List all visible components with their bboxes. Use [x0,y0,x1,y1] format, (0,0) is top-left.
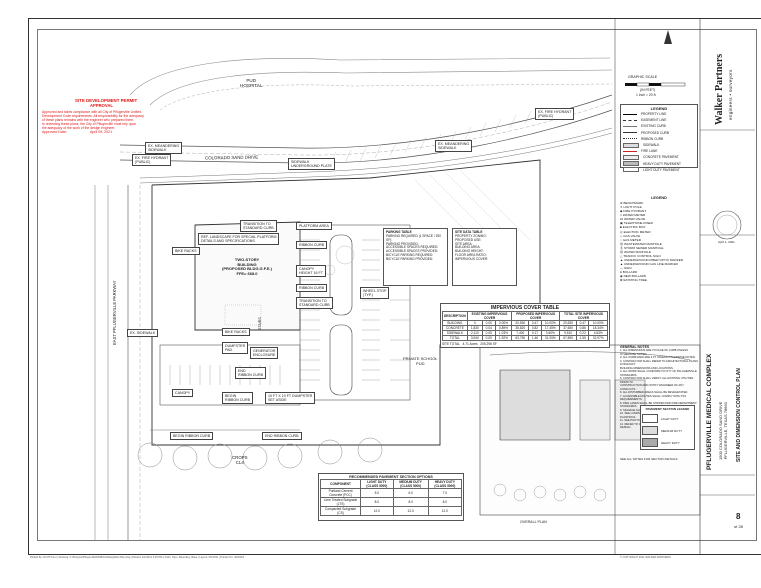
inset-caption: OVERALL PLAN [520,520,547,524]
water-meter-icon: □ [620,213,622,218]
callout-sidewalk-plate: SIDEWALK UNDERGROUND PLATE [288,158,335,171]
callout-ribbon-curb: RIBBON CURB [296,241,327,250]
approval-text: Approved and takes compliance with all C… [42,110,144,131]
impervious-table-title: IMPERVIOUS COVER TABLE [490,305,560,311]
callout-landscape-ref: REF. LANDSCAPE FOR SPECIAL PLATFORM DETA… [198,233,280,246]
water-manhole-icon: Ⓦ [620,249,624,254]
telephone-riser-icon: ▣ [620,221,623,226]
firm-name: Walker Partners [714,53,725,125]
site-total: SITE TOTAL 4.71 Acres 205,298 SF [442,342,497,346]
parking-notes: PARKING TABLE PARKING REQUIRED (1 SPACE … [383,228,448,286]
callout-fire-hydrant-2: EX. FIRE HYDRANT (PUBLIC) [535,108,575,121]
callout-fire-hydrant: EX. FIRE HYDRANT (PUBLIC) [132,154,172,167]
callout-wheel-stop: WHEEL STOP (TYP.) [360,287,390,300]
sheet-title: SITE AND DIMENSION CONTROL PLAN [736,368,742,462]
callout-meandering-sidewalk: EX. MEANDERING SIDEWALK [145,142,183,155]
sign-icon: — [620,266,624,271]
tree-icon: ✿ [620,278,623,283]
callout-transition-curb: TRANSITION TO STANDARD CURB [240,220,277,233]
electric-meter-icon: ◎ [620,229,623,234]
callout-platform-area: PLATFORM AREA [296,222,332,231]
scale-label: GRAPHIC SCALE [628,75,658,79]
inset-note: SEE ALL NOTES FOR SECTION DETAILS [620,457,678,461]
inset-legend: PAVEMENT SECTION LEGEND LIGHT DUTY MEDIU… [640,405,695,450]
approval-date: April 09, 2021 [90,130,113,134]
crops-label: CROPS CL4 [232,455,248,466]
callout-bike-racks: BIKE RACKS [172,247,200,256]
benchmark-icon: ⊕ [620,201,623,205]
symbol-legend: LEGEND ⊕ BENCHMARK ✶ LIGHT POLE ◆ FIRE H… [620,196,684,283]
callout-generator: GENERATOR ENCLOSURE [250,347,279,360]
stairs-label: STAIRS [258,317,262,330]
callout-canopy: CANOPY HEIGHT 16 FT [296,265,326,278]
colorado-sand-drive-label: COLORADO SAND DRIVE [204,154,259,161]
callout-transition-curb-2: TRANSITION TO STANDARD CURB [296,297,333,310]
private-school-label: PRIVATE SCHOOL PUD [403,356,438,366]
callout-end-ribbon-curb-2: END RIBBON CURB [262,432,302,441]
line-legend: LEGEND PROPERTY LINE EASEMENT LINE EXIST… [620,104,698,173]
sheet-number: 8 [736,512,741,521]
scale-units: (IN FEET) [640,88,656,92]
scale-ratio: 1 inch = 20 ft. [636,93,657,97]
pavement-section-table: RECOMMENDED PAVEMENT SECTION OPTIONS COM… [318,473,464,521]
gas-meter-icon: ○ [620,237,622,242]
fiber-marker-icon: ▲ [620,258,624,263]
electric-box-icon: ■ [620,225,622,230]
new-bollard-icon: ◉ [620,274,623,279]
callout-bike-racks-2: BIKE RACKS [222,328,250,337]
bollard-icon: ● [620,270,622,275]
pud-hospital-label: PUD HOSPITAL [240,78,263,89]
footer-copyright: © COPYRIGHT 2021 WALKER PARTNERS [620,556,671,559]
callout-begin-ribbon-curb: BEGIN RIBBON CURB [222,392,253,405]
sheet-of: of 28 [734,524,743,529]
footer-path: Plotted By: Dir Pfl Com | Drawing: K:\Pr… [30,556,245,559]
site-data-notes: SITE DATA TABLE PROPERTY ZONING: PROPOSE… [452,228,517,286]
light-pole-icon: ✶ [620,205,623,210]
callout-ribbon-curb-2: RIBBON CURB [296,284,327,293]
water-valve-icon: ⋈ [620,217,624,222]
callout-ex-sidewalk: EX. SIDEWALK [127,329,159,338]
drawing-border [37,29,757,541]
project-address: 1500 COLORADO SAND DRIVE PFLUGERVILLE, T… [718,401,728,460]
seal-date: April 1, 2021 [718,240,735,244]
callout-end-ribbon-curb: END RIBBON CURB [235,367,266,380]
storm-manhole-icon: Ⓢ [620,245,624,250]
approval-subtitle: APPROVAL [90,103,113,108]
impervious-cover-table: IMPERVIOUS COVER TABLE DESCRIPTION EXIST… [440,303,610,348]
callout-canopy-2: CANOPY [172,389,194,398]
east-parkway-label: EAST PFLUGERVILLE PARKWAY [112,280,117,345]
callout-begin-ribbon-curb-2: BEGIN RIBBON CURB [170,432,214,441]
callout-dumpster-pad: DUMPSTER PAD [222,342,249,355]
approval-date-label: Approved Date: [42,130,67,134]
approval-title: SITE DEVELOPMENT PERMIT [75,98,138,103]
drawing-sheet [28,18,761,555]
gas-marker-icon: ▲ [620,262,624,267]
callout-dumpster-set-aside: 10 FT X 10 FT DUMPSTER SET ASIDE [265,392,316,405]
wastewater-manhole-icon: Ⓦ [620,241,624,246]
firm-subtitle: engineers • surveyors [728,69,733,120]
project-name: PFLUGERVILLE MEDICAL COMPLEX [706,353,713,470]
building-label: TWO-STORY BUILDING (PROPOSED BLDG.G.F.E.… [222,257,273,276]
callout-meandering-sidewalk-2: EX. MEANDERING SIDEWALK [435,140,473,153]
